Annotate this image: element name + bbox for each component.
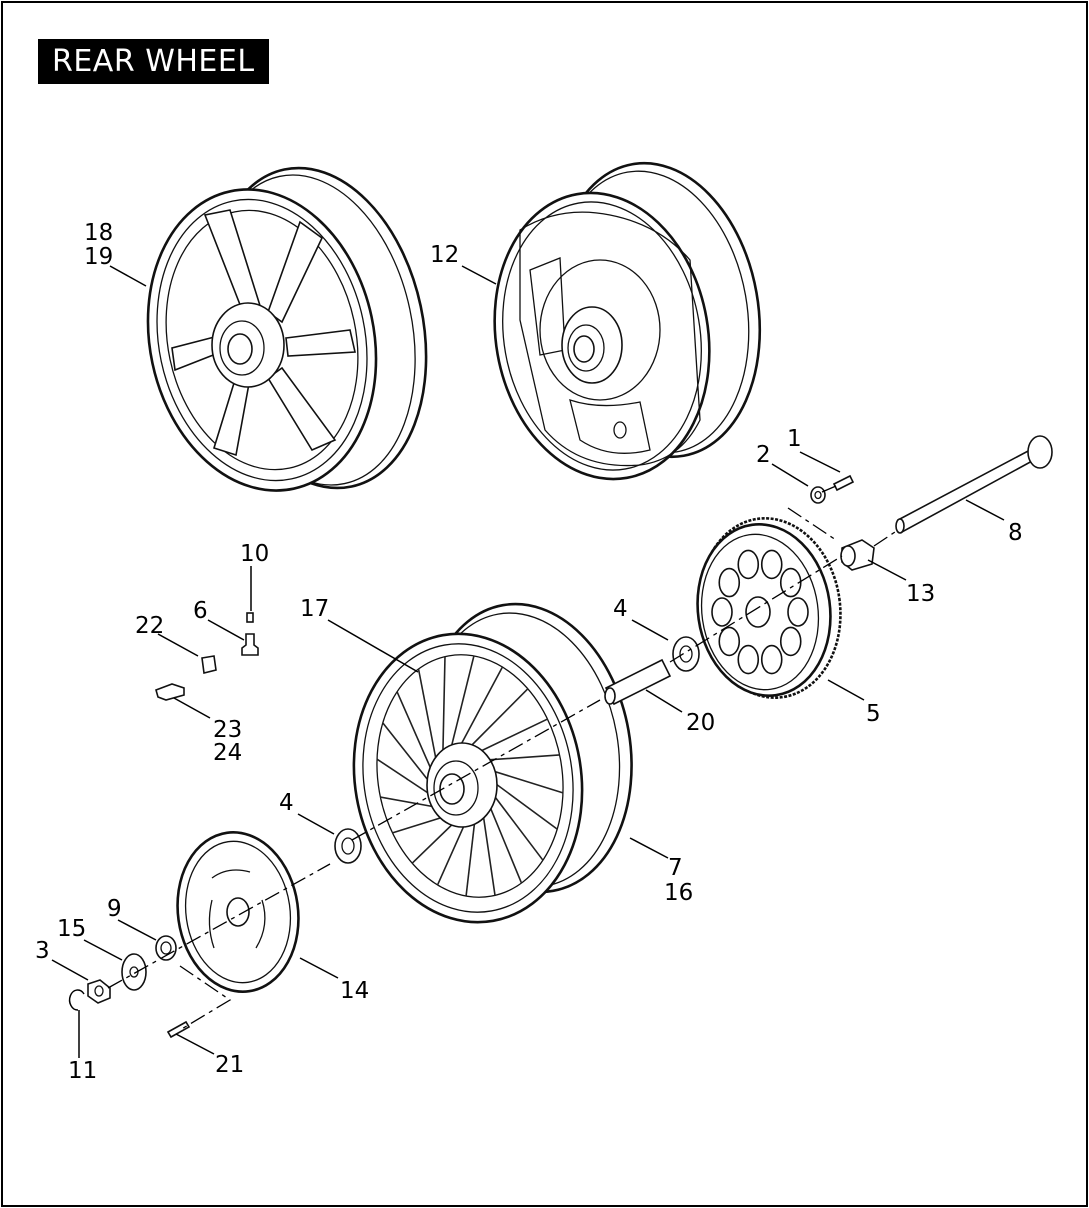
callout-24: 24	[213, 740, 242, 766]
rear-sprocket	[696, 517, 842, 699]
callout-16: 16	[664, 880, 693, 906]
assembly-lines	[107, 485, 899, 1031]
wheel-bearings	[334, 636, 700, 864]
spoke-wheel	[352, 602, 633, 924]
bolt-and-washer	[810, 474, 855, 504]
callout-20: 20	[686, 710, 715, 736]
callout-19: 19	[84, 244, 113, 270]
callout-5: 5	[866, 701, 881, 727]
callout-3: 3	[35, 938, 50, 964]
callout-13: 13	[906, 581, 935, 607]
valve-parts	[155, 612, 259, 701]
sprocket-hole	[779, 567, 802, 598]
spacer-sleeve	[604, 658, 672, 706]
callout-6: 6	[193, 598, 208, 624]
spoke-line	[453, 666, 504, 757]
sprocket-hole	[711, 597, 733, 627]
sprocket-hole	[787, 597, 809, 627]
sprocket-hole	[718, 626, 741, 657]
sprocket-hole	[760, 644, 783, 675]
callout-22: 22	[135, 613, 164, 639]
brake-rotor	[176, 831, 300, 993]
callout-17: 17	[300, 596, 329, 622]
axle-spacer	[840, 539, 875, 571]
callout-12: 12	[430, 242, 459, 268]
callout-4-upper: 4	[613, 596, 628, 622]
spoke-line	[461, 688, 529, 756]
callout-11: 11	[68, 1058, 97, 1084]
sprocket-hole	[718, 567, 741, 598]
page-title: REAR WHEEL	[38, 39, 269, 84]
sprocket-hole	[779, 626, 802, 657]
callout-10: 10	[240, 541, 269, 567]
rotor-hardware	[68, 935, 191, 1039]
cast-wheel	[146, 166, 428, 492]
callout-21: 21	[215, 1052, 244, 1078]
sprocket-holes	[711, 549, 809, 675]
sprocket-hole	[737, 644, 760, 675]
callout-2: 2	[756, 442, 771, 468]
callout-9: 9	[107, 896, 122, 922]
callout-labels: 18 19 12 1 2 8 13 10 6 22 23 24 17 4 20 …	[35, 220, 1023, 1084]
callout-4-lower: 4	[279, 790, 294, 816]
callout-14: 14	[340, 978, 369, 1004]
callout-18: 18	[84, 220, 113, 246]
callout-7: 7	[668, 855, 683, 881]
sprocket-hole	[737, 549, 760, 580]
rear-axle	[895, 435, 1053, 534]
leader-lines	[51, 265, 1005, 1058]
callout-15: 15	[57, 916, 86, 942]
spoke-line	[447, 655, 475, 761]
callout-8: 8	[1008, 520, 1023, 546]
callout-23: 23	[213, 717, 242, 743]
callout-1: 1	[787, 426, 802, 452]
disc-wheel	[493, 161, 762, 481]
sprocket-hole	[760, 549, 783, 580]
